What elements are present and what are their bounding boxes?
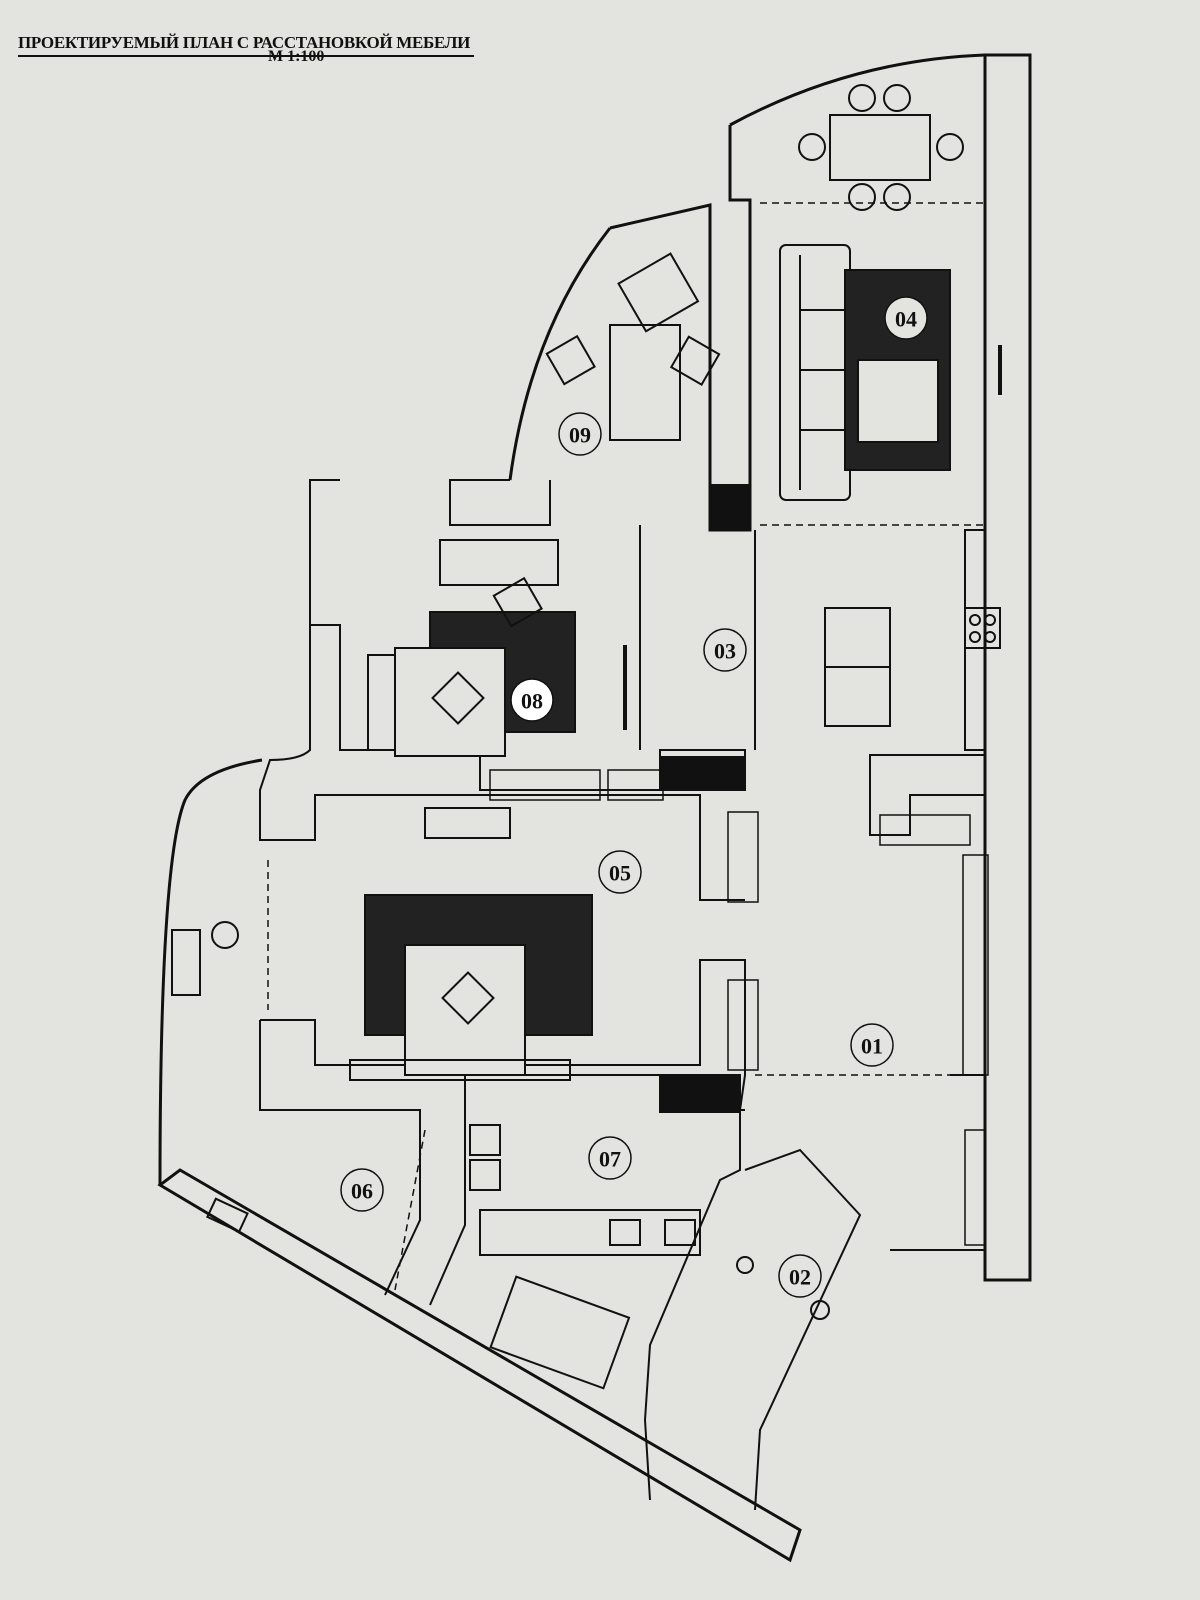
bathroom-furniture [206, 1124, 830, 1390]
room-label-07: 07 [588, 1136, 632, 1180]
room-label-04: 04 [884, 296, 928, 340]
svg-text:04: 04 [895, 307, 917, 332]
svg-text:03: 03 [714, 639, 736, 664]
wardrobes [489, 769, 989, 1246]
svg-text:01: 01 [861, 1034, 883, 1059]
room-label-06: 06 [340, 1168, 384, 1212]
bedroom-05-furniture [171, 807, 593, 1081]
bedroom-08-furniture [367, 539, 627, 757]
room-label-05: 05 [598, 850, 642, 894]
svg-text:07: 07 [599, 1147, 621, 1172]
office-furniture [545, 252, 721, 441]
room-label-09: 09 [558, 412, 602, 456]
kitchen-furniture [824, 529, 1001, 751]
room-labels: 01 02 03 04 05 06 07 08 09 [340, 296, 928, 1298]
plan-scale: М 1:100 [268, 48, 325, 65]
svg-text:05: 05 [609, 861, 631, 886]
room-label-08: 08 [510, 678, 554, 722]
openings [267, 202, 985, 1291]
svg-text:09: 09 [569, 423, 591, 448]
living-room-furniture [779, 244, 1002, 501]
exterior-walls [157, 53, 1032, 1563]
room-label-02: 02 [778, 1254, 822, 1298]
svg-text:06: 06 [351, 1179, 373, 1204]
room-label-03: 03 [703, 628, 747, 672]
svg-text:02: 02 [789, 1265, 811, 1290]
dining-table [798, 84, 964, 211]
svg-text:08: 08 [521, 689, 543, 714]
room-label-01: 01 [850, 1023, 894, 1067]
plan-title: ПРОЕКТИРУЕМЫЙ ПЛАН С РАССТАНОВКОЙ МЕБЕЛИ [18, 33, 475, 57]
